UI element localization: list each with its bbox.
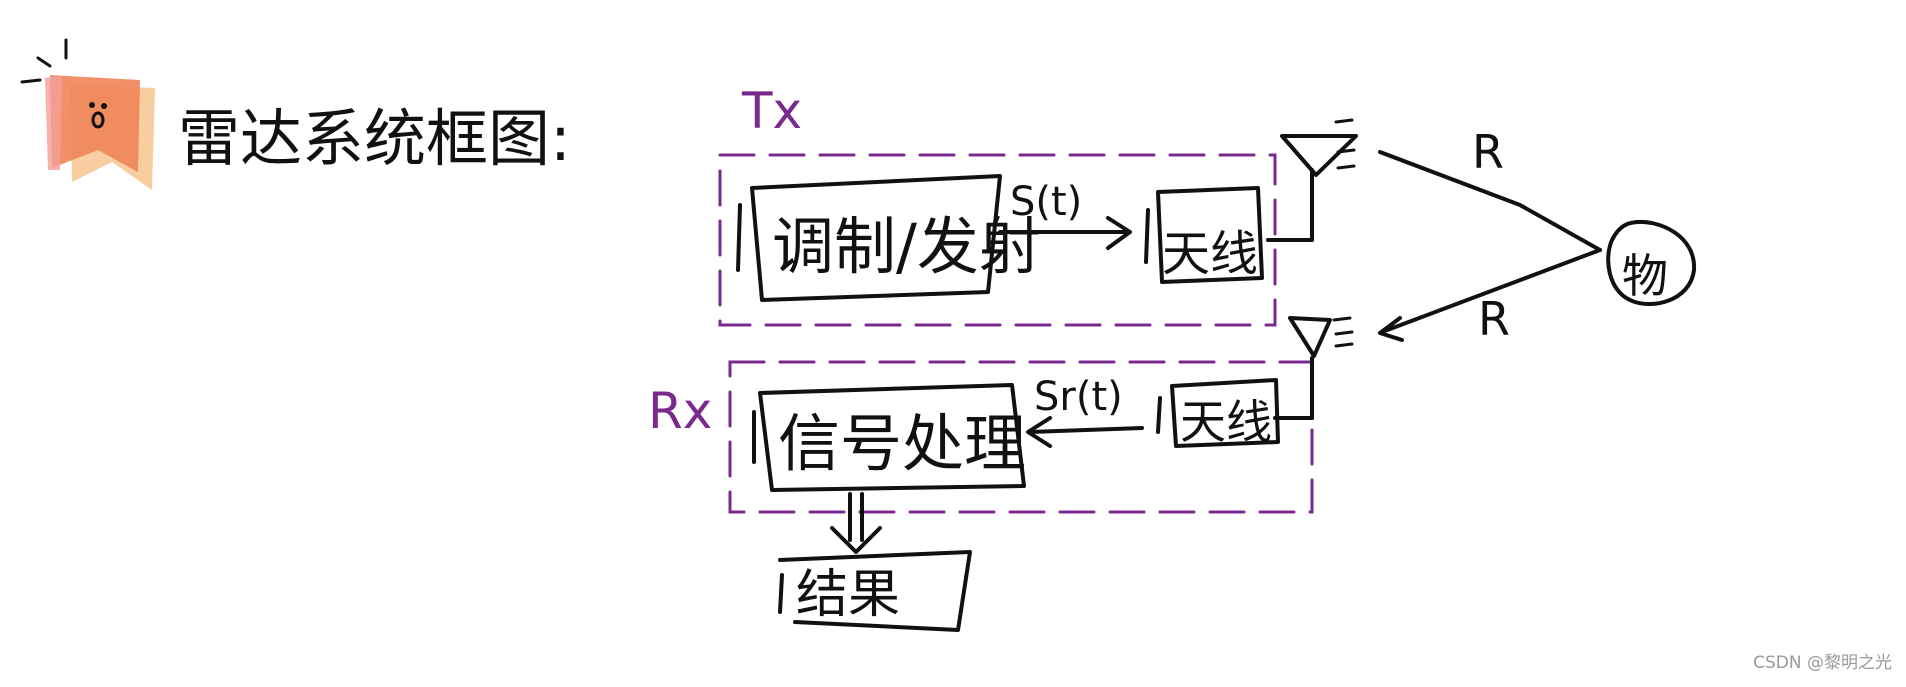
- transmit-signal-arrow: S(t): [998, 179, 1132, 250]
- bookmark-icon: [20, 38, 155, 190]
- tx-antenna-block: 天线: [1144, 186, 1264, 284]
- receive-signal-arrow: Sr(t): [1026, 374, 1144, 448]
- tx-group-border: [718, 153, 1277, 327]
- rx-antenna-icon: [1273, 316, 1354, 420]
- result-block: 结果: [778, 550, 972, 632]
- receive-signal-label: Sr(t): [1034, 374, 1123, 420]
- outgoing-range-label: R: [1472, 125, 1504, 179]
- result-arrow: [830, 492, 882, 554]
- modulate-transmit-block: 调制/发射: [736, 174, 1041, 302]
- return-range-label: R: [1478, 292, 1510, 346]
- result-label: 结果: [796, 565, 900, 625]
- modulate-transmit-label: 调制/发射: [772, 210, 1041, 283]
- tx-group: Tx 调制/发射 S(t) 天线: [718, 82, 1358, 327]
- tx-group-label: Tx: [741, 82, 802, 140]
- tx-antenna-label: 天线: [1162, 226, 1258, 282]
- rx-antenna-label: 天线: [1180, 395, 1272, 449]
- rx-group-border: [728, 360, 1314, 514]
- signal-processing-label: 信号处理: [778, 407, 1026, 480]
- return-range-path: R: [1378, 248, 1602, 346]
- transmit-signal-label: S(t): [1010, 179, 1082, 225]
- outgoing-range-path: R: [1378, 125, 1602, 252]
- rx-group: Rx 天线 Sr(t) 信号处理: [648, 316, 1354, 514]
- diagram-title: 雷达系统框图:: [178, 102, 571, 175]
- watermark: CSDN @黎明之光: [1753, 653, 1892, 673]
- rx-group-label: Rx: [648, 382, 712, 440]
- target-node: 物: [1606, 219, 1697, 306]
- rx-antenna-block: 天线: [1156, 378, 1280, 449]
- signal-processing-block: 信号处理: [752, 383, 1026, 492]
- target-label: 物: [1622, 249, 1668, 303]
- tx-antenna-icon: [1266, 118, 1358, 242]
